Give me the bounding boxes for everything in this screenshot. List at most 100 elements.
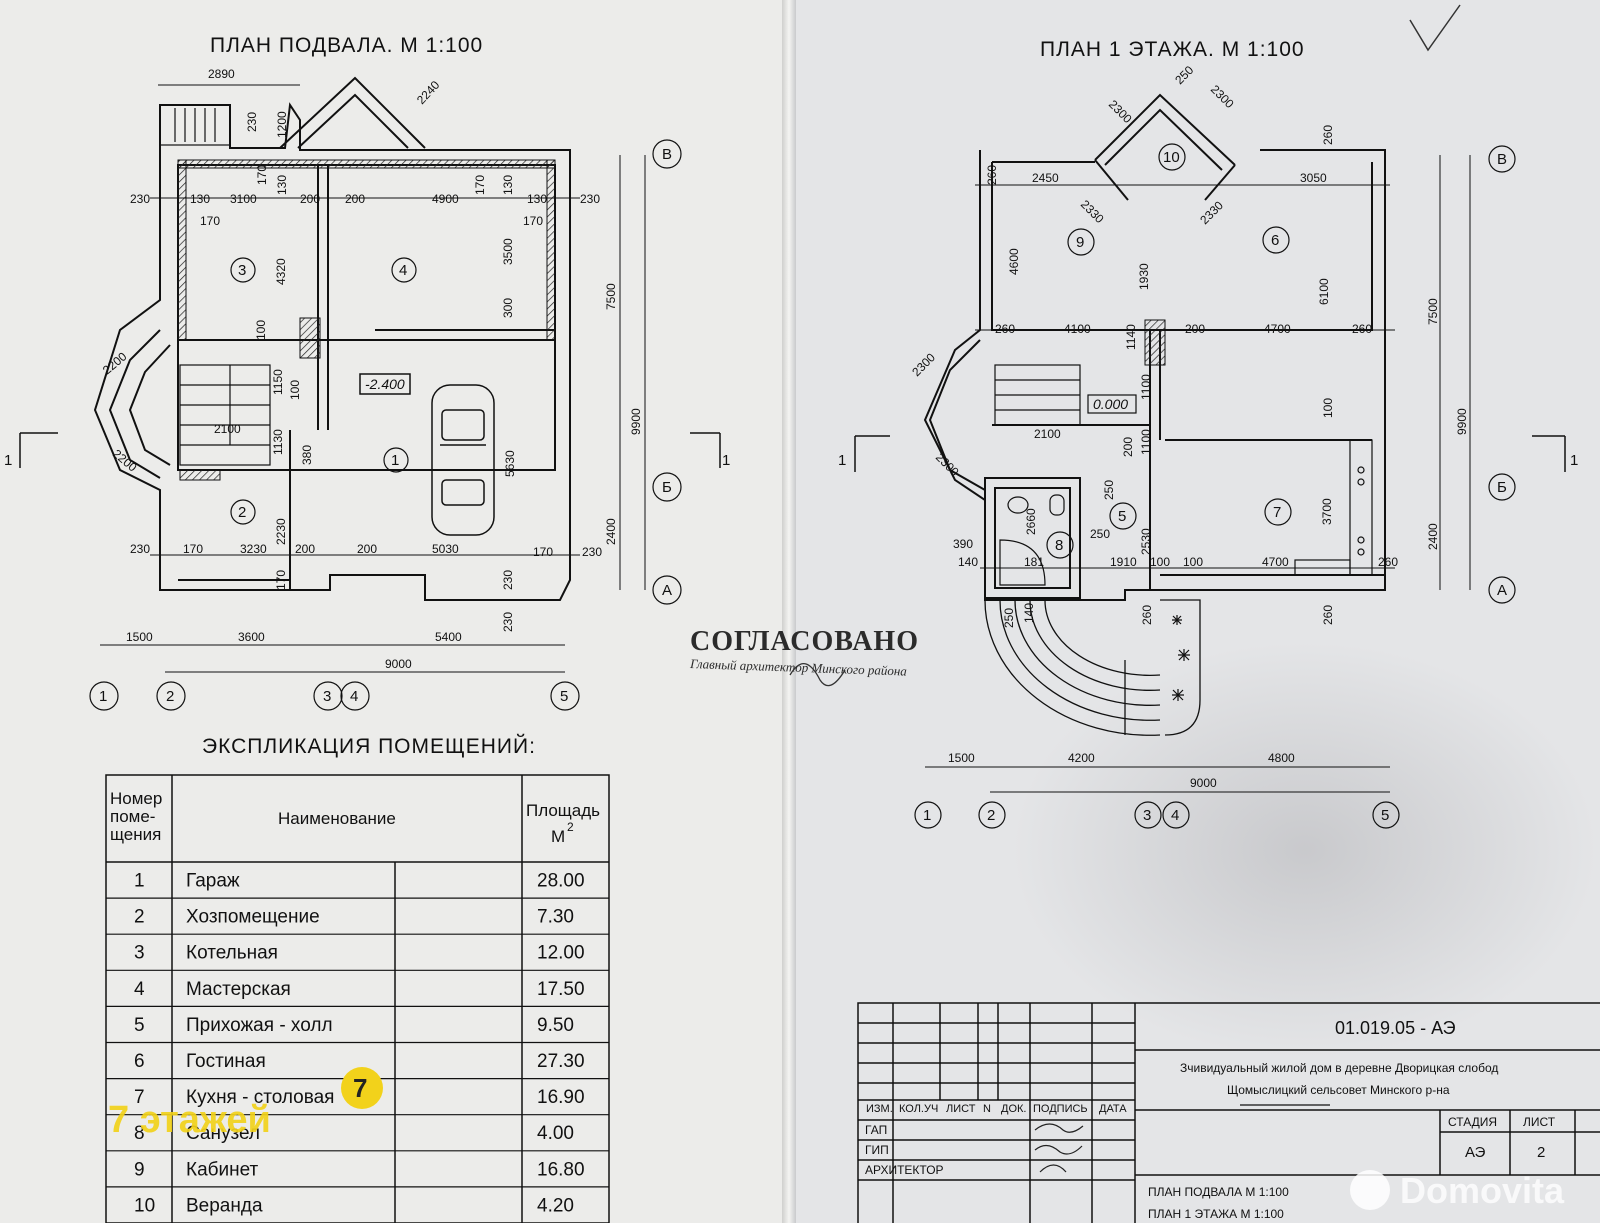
dim: 100 bbox=[1150, 555, 1170, 569]
first-floor-axis-2: 2 bbox=[987, 807, 995, 824]
title-block-grid bbox=[857, 1002, 1600, 1223]
dim: 380 bbox=[300, 445, 314, 465]
first-floor-axis-bubbles bbox=[914, 145, 1516, 829]
basement-chimney bbox=[299, 317, 321, 359]
dim: 2100 bbox=[1034, 427, 1061, 441]
first-floor-room-9: 9 bbox=[1076, 234, 1084, 251]
basement-plan-title: ПЛАН ПОДВАЛА. М 1:100 bbox=[210, 34, 483, 57]
dim: 230 bbox=[130, 542, 150, 556]
basement-axis-a: А bbox=[662, 582, 672, 599]
porch-steps bbox=[984, 599, 1201, 736]
dim: 2230 bbox=[274, 518, 288, 545]
header-num-3: щения bbox=[110, 825, 161, 844]
dim: 250 bbox=[1172, 63, 1196, 87]
checkmark-scribble bbox=[1409, 4, 1461, 52]
row-name: Хозпомещение bbox=[186, 907, 320, 928]
header-name: Наименование bbox=[278, 809, 396, 828]
dim: 2400 bbox=[604, 518, 618, 545]
basement-room-1: 1 bbox=[391, 452, 399, 469]
dim: 130 bbox=[190, 192, 210, 206]
dim: 170 bbox=[523, 214, 543, 228]
dim: 230 bbox=[580, 192, 600, 206]
dim: 170 bbox=[473, 175, 487, 195]
dim: 170 bbox=[255, 165, 269, 185]
dim: 170 bbox=[274, 570, 288, 590]
row-num: 9 bbox=[134, 1159, 145, 1180]
dim: 9900 bbox=[629, 408, 643, 435]
basement-room-2: 2 bbox=[238, 504, 246, 521]
car-icon bbox=[431, 384, 495, 536]
row-area: 4.00 bbox=[537, 1123, 574, 1144]
dim: 300 bbox=[501, 298, 515, 318]
first-floor-axis-1: 1 bbox=[923, 807, 931, 824]
col-data: ДАТА bbox=[1099, 1103, 1127, 1115]
project-line-2: Щомыслицкий сельсовет Минского р-на bbox=[1227, 1083, 1450, 1097]
dim: 4600 bbox=[1007, 248, 1021, 275]
explication-title: ЭКСПЛИКАЦИЯ ПОМЕЩЕНИЙ: bbox=[202, 734, 536, 758]
sheet-right bbox=[790, 0, 1600, 1223]
row-num: 8 bbox=[134, 1123, 145, 1144]
sheets-line-1: ПЛАН ПОДВАЛА М 1:100 bbox=[1148, 1185, 1289, 1199]
dim: 100 bbox=[1183, 555, 1203, 569]
dim: 260 bbox=[1140, 605, 1154, 625]
dim: 4100 bbox=[1064, 322, 1091, 336]
dim: 200 bbox=[357, 542, 377, 556]
dim: 2660 bbox=[1024, 508, 1038, 535]
dim: 1100 bbox=[1139, 374, 1153, 400]
basement-axis-v: В bbox=[662, 146, 672, 163]
dim: 260 bbox=[1321, 125, 1335, 145]
dim: 4900 bbox=[432, 192, 459, 206]
row-area: 4.20 bbox=[537, 1195, 574, 1216]
first-floor-axis-3: 3 bbox=[1143, 807, 1151, 824]
dim: 6100 bbox=[1317, 278, 1331, 305]
dim: 2400 bbox=[1426, 523, 1440, 550]
row-area: 28.00 bbox=[537, 871, 585, 892]
dim: 200 bbox=[1121, 437, 1135, 457]
dim: 7500 bbox=[604, 283, 618, 310]
plant-icons bbox=[1172, 615, 1190, 701]
basement-hatched-wall-right bbox=[546, 159, 556, 341]
first-floor-title: ПЛАН 1 ЭТАЖА. М 1:100 bbox=[1040, 38, 1305, 61]
basement-axis-5: 5 bbox=[560, 688, 568, 705]
dim: 140 bbox=[1022, 603, 1036, 623]
first-floor-axis-5: 5 bbox=[1381, 807, 1389, 824]
dim: 1140 bbox=[1124, 324, 1138, 350]
table-row-lines bbox=[106, 897, 609, 1188]
role-architect: АРХИТЕКТОР bbox=[865, 1163, 944, 1177]
row-num: 2 bbox=[134, 907, 145, 928]
row-num: 7 bbox=[134, 1087, 145, 1108]
first-floor-room-10: 10 bbox=[1163, 149, 1180, 166]
first-floor-stair bbox=[994, 364, 1081, 426]
table-grid bbox=[105, 774, 610, 1223]
row-area: 27.30 bbox=[537, 1051, 585, 1072]
dim: 170 bbox=[533, 545, 553, 559]
dim: 9000 bbox=[385, 657, 412, 671]
row-name: Прихожая - холл bbox=[186, 1015, 333, 1036]
dim: 130 bbox=[501, 175, 515, 195]
dim: 230 bbox=[245, 112, 259, 132]
col-dok: ДОК. bbox=[1001, 1103, 1026, 1115]
header-area-sup: 2 bbox=[567, 820, 574, 834]
dim: 170 bbox=[183, 542, 203, 556]
dim: 5030 bbox=[432, 542, 459, 556]
row-name: Веранда bbox=[186, 1195, 263, 1216]
dim: 1910 bbox=[1110, 555, 1137, 569]
row-name: Гостиная bbox=[186, 1051, 266, 1072]
dim: 200 bbox=[345, 192, 365, 206]
row-name: Котельная bbox=[186, 943, 278, 964]
dim: 4200 bbox=[1068, 751, 1095, 765]
dim: 260 bbox=[1352, 322, 1372, 336]
col-n: N bbox=[983, 1103, 991, 1115]
dim: 200 bbox=[295, 542, 315, 556]
dim: 3700 bbox=[1320, 498, 1334, 525]
row-area: 7.30 bbox=[537, 907, 574, 928]
dim: 4700 bbox=[1264, 322, 1291, 336]
row-area: 16.90 bbox=[537, 1087, 585, 1108]
basement-axis-3: 3 bbox=[323, 688, 331, 705]
dim: 230 bbox=[501, 612, 515, 632]
dim: 230 bbox=[582, 545, 602, 559]
role-gip: ГИП bbox=[865, 1143, 889, 1157]
approval-stamp: СОГЛАСОВАНО Главный архитектор Минского … bbox=[689, 626, 918, 687]
stamp-subtitle: Главный архитектор Минского района bbox=[689, 656, 908, 679]
